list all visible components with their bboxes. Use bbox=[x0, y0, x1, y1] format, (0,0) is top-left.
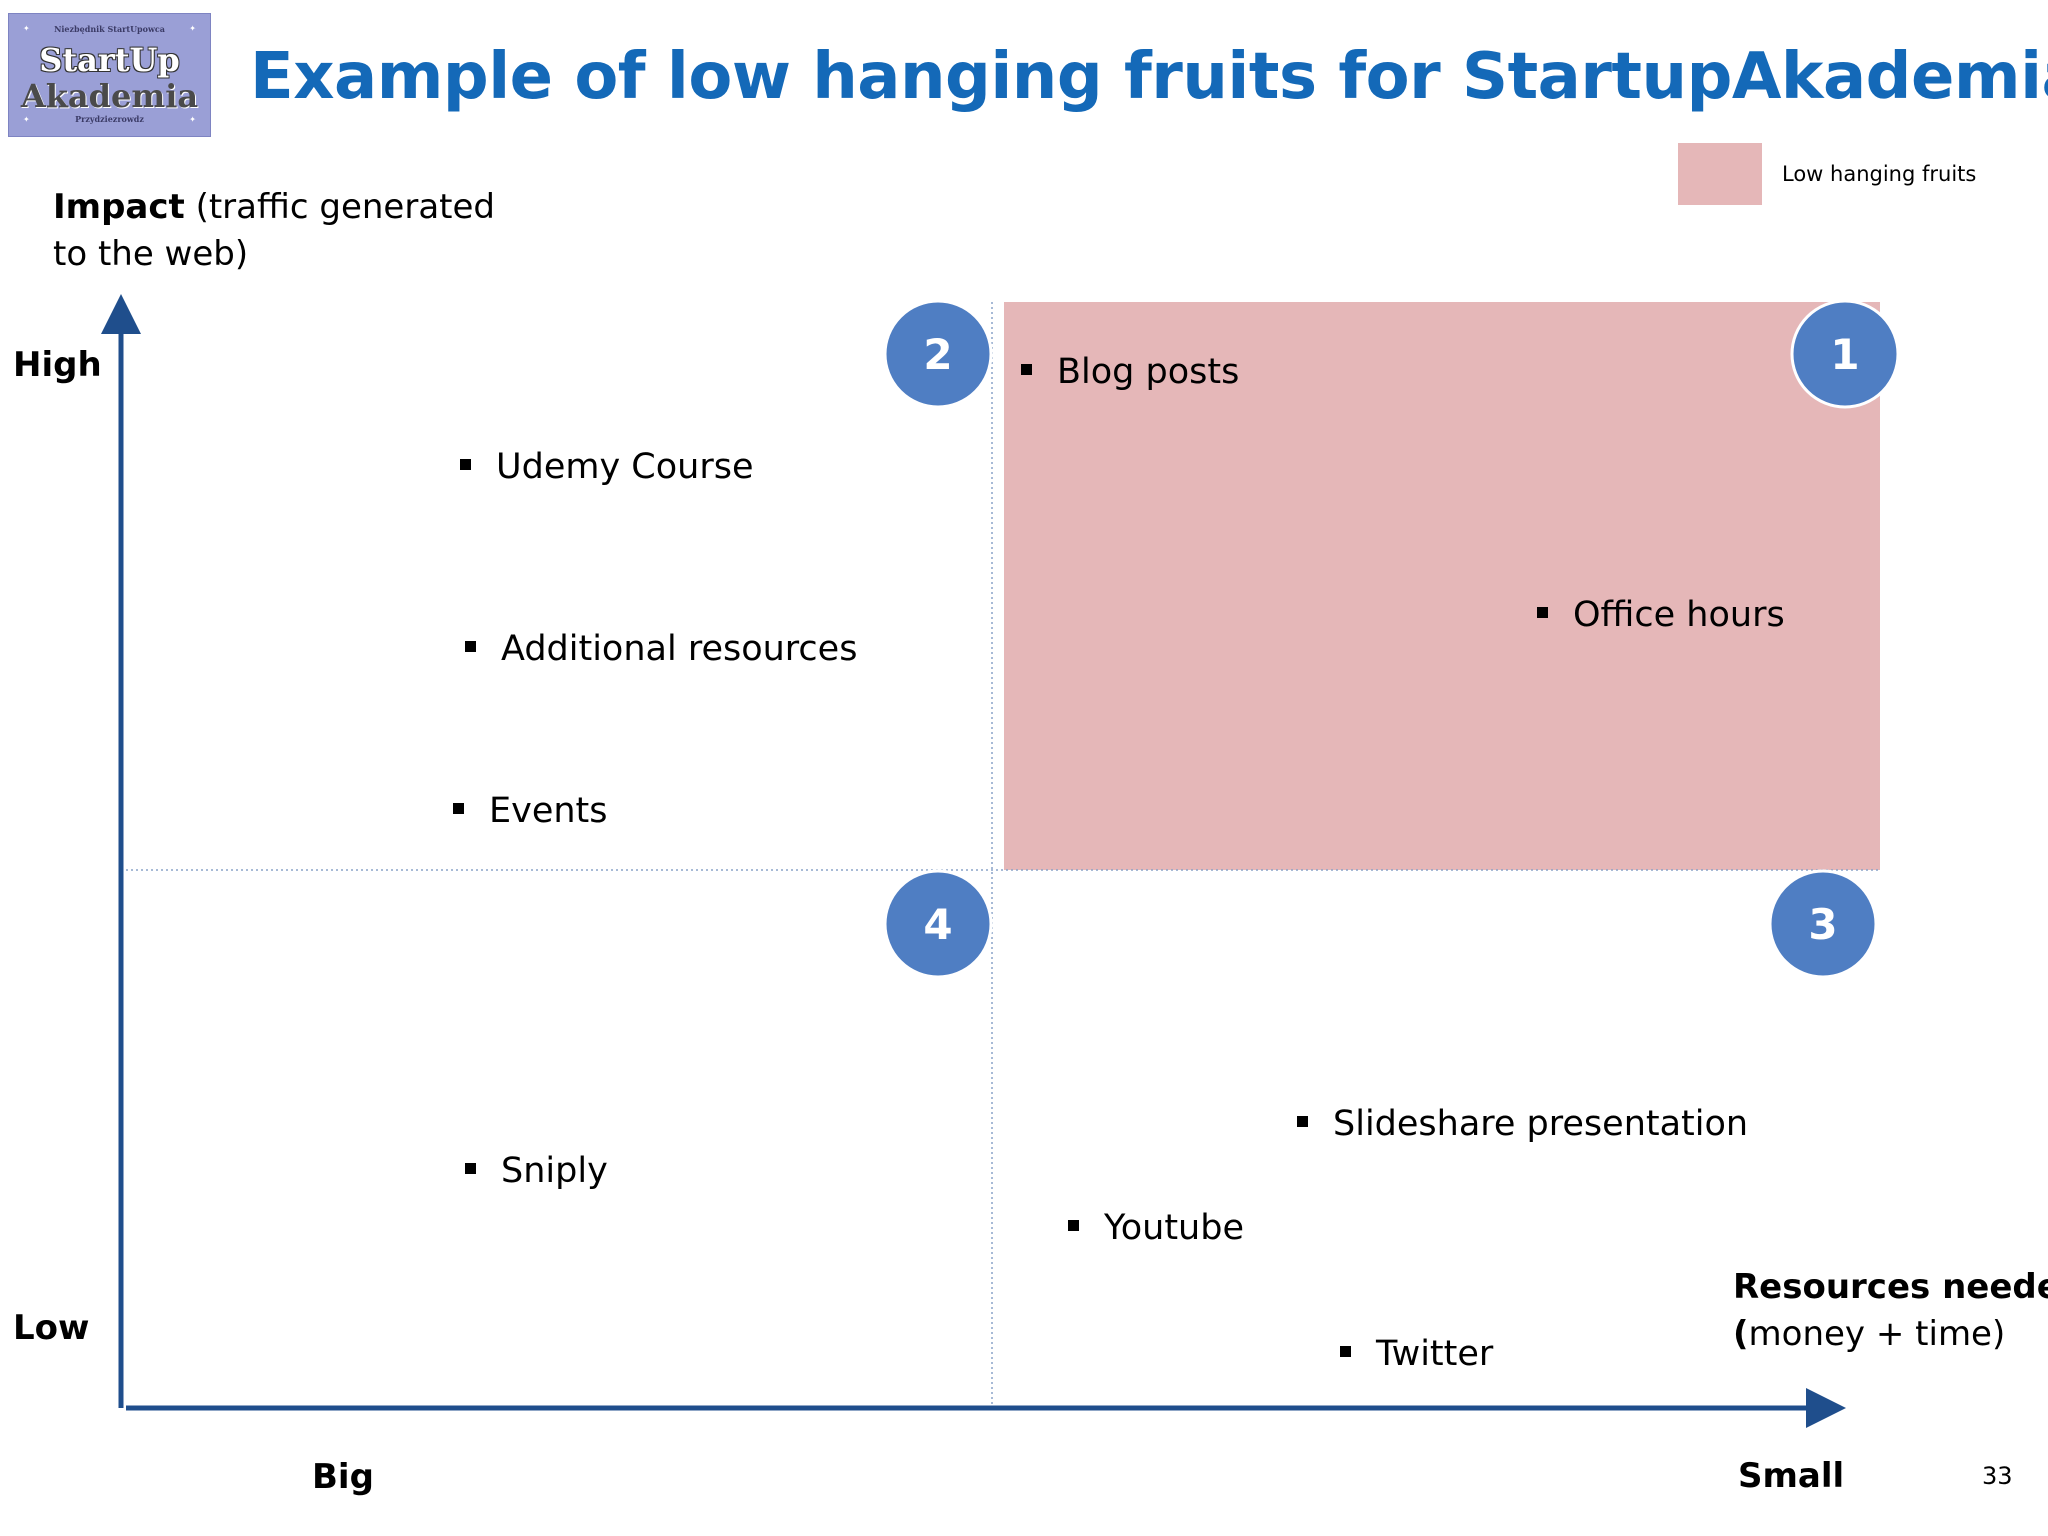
item-office-hours: Office hours bbox=[1537, 595, 1785, 635]
quadrant-number: 3 bbox=[1808, 900, 1837, 949]
item-events: Events bbox=[453, 791, 608, 831]
bullet-icon bbox=[1537, 606, 1548, 618]
x-axis-title: Resources needed (money + time) bbox=[1733, 1264, 2048, 1358]
bullet-icon bbox=[1068, 1219, 1079, 1231]
item-blog-posts: Blog posts bbox=[1021, 352, 1239, 392]
logo-line-startup: StartUp bbox=[39, 41, 180, 79]
item-label: Udemy Course bbox=[496, 447, 754, 487]
y-axis-title: Impact (traffic generated to the web) bbox=[53, 184, 495, 278]
quadrant-number: 2 bbox=[923, 330, 952, 379]
y-axis-low-label: Low bbox=[13, 1308, 90, 1348]
item-additional-resources: Additional resources bbox=[465, 629, 857, 669]
x-axis-title-rest: money + time) bbox=[1748, 1314, 2006, 1354]
bullet-icon bbox=[1021, 363, 1032, 375]
item-youtube: Youtube bbox=[1068, 1208, 1244, 1248]
quadrant-badge-2: 2 bbox=[883, 299, 993, 409]
item-label: Youtube bbox=[1104, 1208, 1244, 1248]
quadrant-number: 1 bbox=[1830, 330, 1859, 379]
item-label: Additional resources bbox=[501, 629, 858, 669]
item-label: Sniply bbox=[501, 1151, 608, 1191]
startup-akademia-logo: ✦ ✦ Niezbędnik StartUpowca StartUp Akade… bbox=[8, 13, 211, 137]
legend-swatch bbox=[1678, 143, 1762, 205]
bullet-icon bbox=[1297, 1115, 1308, 1127]
x-axis-small-label: Small bbox=[1738, 1456, 1845, 1496]
item-twitter: Twitter bbox=[1340, 1334, 1493, 1374]
logo-bottom-line: Przydziezrowdz bbox=[75, 114, 144, 124]
page-number: 33 bbox=[1982, 1462, 2013, 1490]
quadrant-number: 4 bbox=[923, 900, 952, 949]
slide-title: Example of low hanging fruits for Startu… bbox=[250, 40, 2048, 114]
item-label: Office hours bbox=[1573, 595, 1785, 635]
bullet-icon bbox=[465, 1162, 476, 1174]
y-axis-title-rest: (traffic generated bbox=[184, 187, 495, 227]
quadrant-badge-3: 3 bbox=[1768, 869, 1878, 979]
x-axis-big-label: Big bbox=[312, 1457, 374, 1497]
x-axis-title-paren: ( bbox=[1733, 1314, 1749, 1354]
logo-line-akademia: Akademia bbox=[20, 77, 199, 115]
low-hanging-fruits-area bbox=[1004, 302, 1880, 870]
item-label: Events bbox=[489, 791, 608, 831]
logo-star-icon: ✦ bbox=[189, 24, 196, 33]
item-udemy-course: Udemy Course bbox=[460, 447, 754, 487]
quadrant-badge-1: 1 bbox=[1790, 299, 1900, 409]
bullet-icon bbox=[465, 640, 476, 652]
item-label: Blog posts bbox=[1057, 352, 1240, 392]
quadrant-badge-4: 4 bbox=[883, 869, 993, 979]
item-sniply: Sniply bbox=[465, 1151, 608, 1191]
x-axis-title-bold: Resources needed bbox=[1733, 1267, 2048, 1307]
y-axis-high-label: High bbox=[13, 345, 102, 385]
item-slideshare-presentation: Slideshare presentation bbox=[1297, 1104, 1748, 1144]
logo-star-icon: ✦ bbox=[23, 24, 30, 33]
logo-star-icon: ✦ bbox=[23, 115, 30, 124]
item-label: Slideshare presentation bbox=[1333, 1104, 1749, 1144]
bullet-icon bbox=[460, 458, 471, 470]
logo-top-line: Niezbędnik StartUpowca bbox=[54, 24, 165, 34]
item-label: Twitter bbox=[1376, 1334, 1494, 1374]
logo-star-icon: ✦ bbox=[189, 115, 196, 124]
legend-label: Low hanging fruits bbox=[1782, 162, 1977, 186]
y-axis-title-line2: to the web) bbox=[53, 234, 249, 274]
y-axis-title-bold: Impact bbox=[53, 187, 185, 227]
bullet-icon bbox=[453, 802, 464, 814]
bullet-icon bbox=[1340, 1345, 1351, 1357]
